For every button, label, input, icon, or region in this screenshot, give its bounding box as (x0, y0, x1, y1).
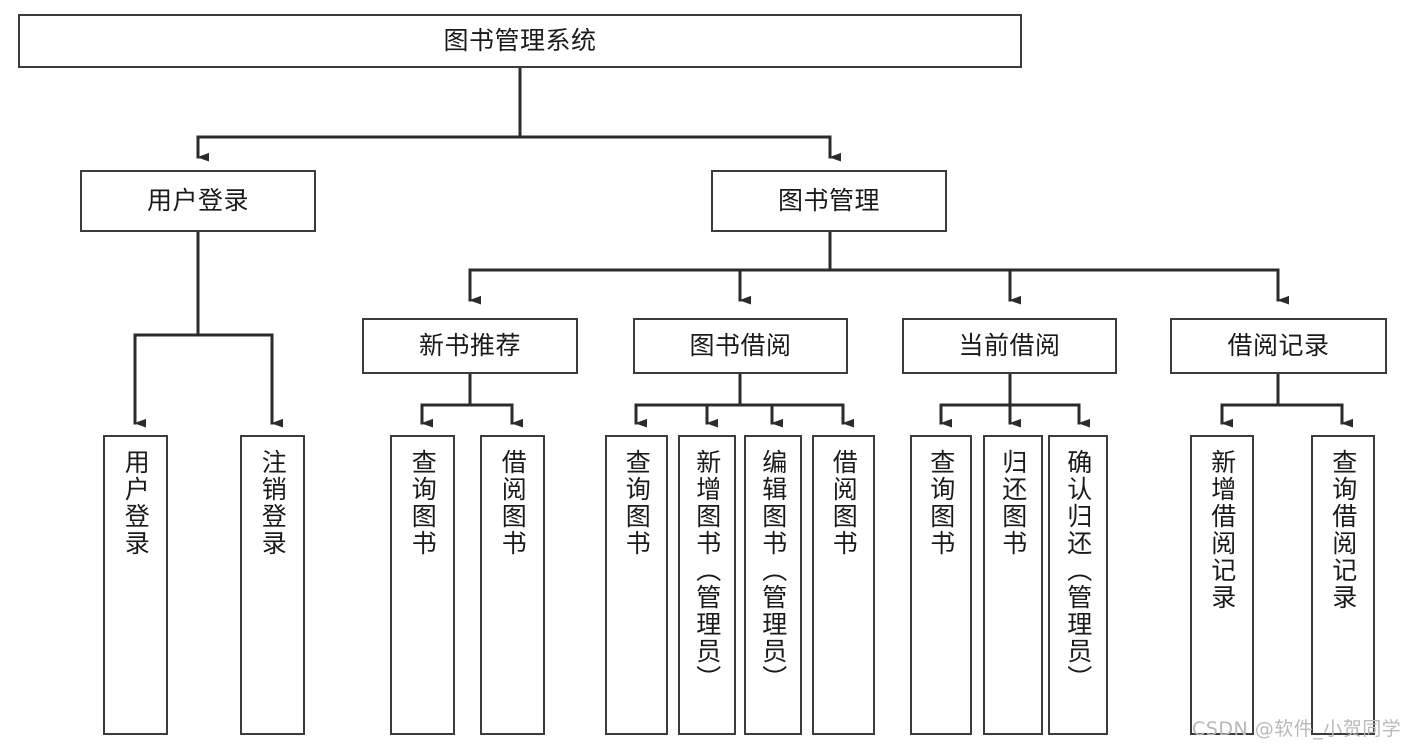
leaf-add-book-admin[interactable]: 新增图书（管理员） (678, 435, 736, 735)
node-new-book-recommend[interactable]: 新书推荐 (362, 318, 578, 374)
node-label: 编辑图书（管理员） (758, 449, 788, 692)
leaf-add-borrow-record[interactable]: 新增借阅记录 (1190, 435, 1254, 735)
node-label: 用户登录 (146, 186, 249, 216)
node-book-borrow[interactable]: 图书借阅 (633, 318, 848, 374)
leaf-confirm-return-admin[interactable]: 确认归还（管理员） (1048, 435, 1108, 735)
node-label: 图书管理系统 (443, 26, 597, 56)
leaf-borrow-book-recommend[interactable]: 借阅图书 (480, 435, 545, 735)
leaf-query-book-recommend[interactable]: 查询图书 (390, 435, 455, 735)
node-label: 新书推荐 (418, 331, 521, 361)
node-label: 借阅图书 (829, 449, 859, 557)
node-label: 图书借阅 (689, 331, 792, 361)
node-label: 归还图书 (998, 449, 1028, 557)
leaf-query-book-current[interactable]: 查询图书 (910, 435, 972, 735)
node-book-management[interactable]: 图书管理 (711, 170, 947, 232)
node-label: 当前借阅 (958, 331, 1061, 361)
node-label: 查询借阅记录 (1328, 449, 1358, 611)
leaf-return-book[interactable]: 归还图书 (983, 435, 1043, 735)
node-borrow-record[interactable]: 借阅记录 (1170, 318, 1387, 374)
node-label: 查询图书 (408, 449, 438, 557)
leaf-user-login[interactable]: 用户登录 (103, 435, 168, 735)
node-user-login[interactable]: 用户登录 (80, 170, 316, 232)
node-label: 确认归还（管理员） (1063, 449, 1093, 692)
node-label: 图书管理 (777, 186, 880, 216)
node-current-borrow[interactable]: 当前借阅 (902, 318, 1117, 374)
node-label: 新增图书（管理员） (692, 449, 722, 692)
node-label: 查询图书 (926, 449, 956, 557)
node-label: 注销登录 (258, 449, 288, 557)
node-label: 借阅记录 (1227, 331, 1330, 361)
leaf-borrow-book[interactable]: 借阅图书 (812, 435, 875, 735)
node-label: 用户登录 (121, 449, 151, 557)
leaf-query-borrow-record[interactable]: 查询借阅记录 (1311, 435, 1375, 735)
node-root-system[interactable]: 图书管理系统 (18, 14, 1022, 68)
node-label: 新增借阅记录 (1207, 449, 1237, 611)
node-label: 查询图书 (622, 449, 652, 557)
leaf-logout[interactable]: 注销登录 (240, 435, 305, 735)
node-label: 借阅图书 (498, 449, 528, 557)
csdn-watermark: CSDN @软件_小贺同学 (1192, 718, 1402, 740)
leaf-query-book-borrow[interactable]: 查询图书 (605, 435, 668, 735)
leaf-edit-book-admin[interactable]: 编辑图书（管理员） (744, 435, 802, 735)
